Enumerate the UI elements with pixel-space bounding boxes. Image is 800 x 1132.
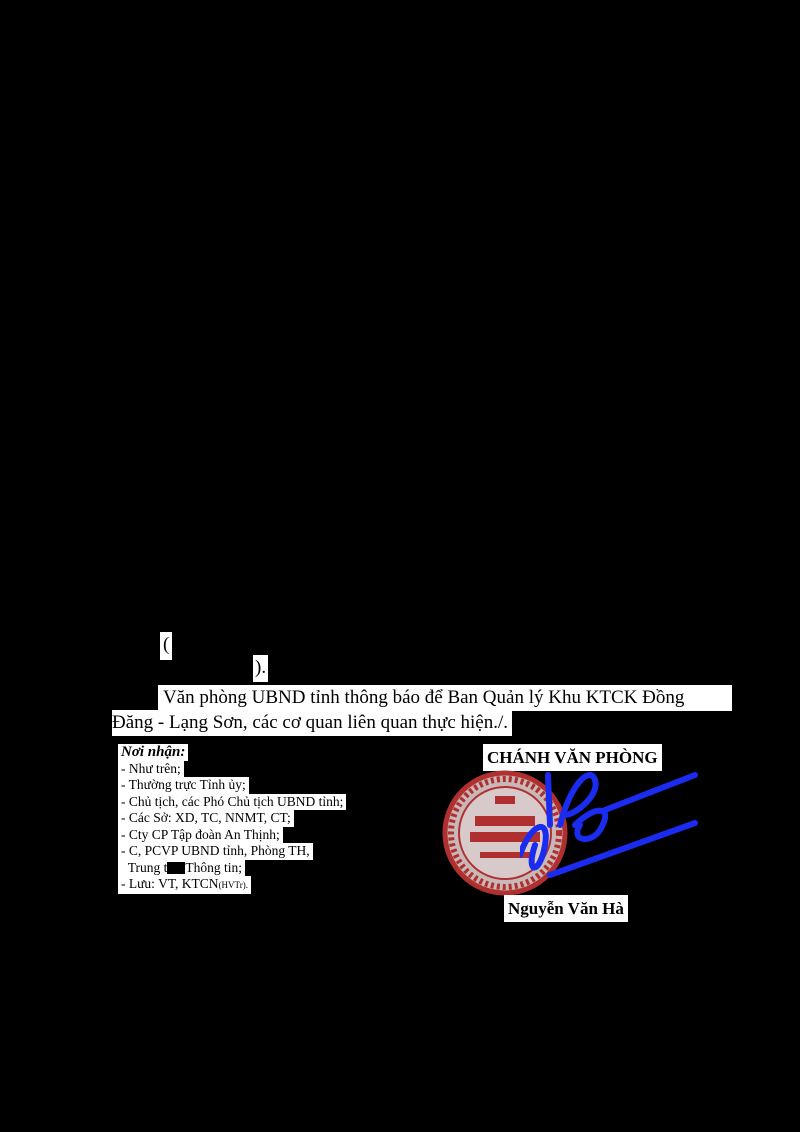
text-fragment-close: ). [253, 655, 269, 682]
recipient-item: - Các Sở: XD, TC, NNMT, CT; [118, 810, 294, 827]
recipients-title: Nơi nhận: [118, 744, 189, 761]
recipient-item: - C, PCVP UBND tỉnh, Phòng TH, [118, 843, 313, 860]
recipient-item: - Như trên; [118, 760, 184, 777]
recipient-item: Trung t Thông tin; [118, 859, 246, 876]
paragraph-line-1: Văn phòng UBND tỉnh thông báo để Ban Quả… [158, 685, 732, 711]
recipient-item: - Chủ tịch, các Phó Chủ tịch UBND tỉnh; [118, 793, 347, 810]
paragraph-line-2: Đăng - Lạng Sơn, các cơ quan liên quan t… [112, 710, 513, 736]
redaction [167, 862, 186, 875]
recipient-text: Trung t [127, 859, 168, 875]
signature-icon [520, 772, 698, 878]
recipient-item: - Thường trực Tỉnh ủy; [118, 777, 249, 794]
recipient-text: - Lưu: VT, KTCN [121, 876, 219, 891]
recipient-item: - Cty CP Tập đoàn An Thịnh; [118, 826, 283, 843]
recipient-note: (HVTr). [218, 880, 248, 890]
recipient-item: - Lưu: VT, KTCN(HVTr). [118, 876, 251, 894]
official-stamp-icon [442, 770, 568, 896]
text-fragment-open: ( [160, 632, 173, 660]
signer-title: CHÁNH VĂN PHÒNG [483, 744, 662, 771]
recipients-block: Nơi nhận: - Như trên; - Thường trực Tỉnh… [118, 744, 347, 894]
signer-name: Nguyễn Văn Hà [504, 895, 628, 922]
recipient-text: Thông tin; [185, 859, 243, 875]
